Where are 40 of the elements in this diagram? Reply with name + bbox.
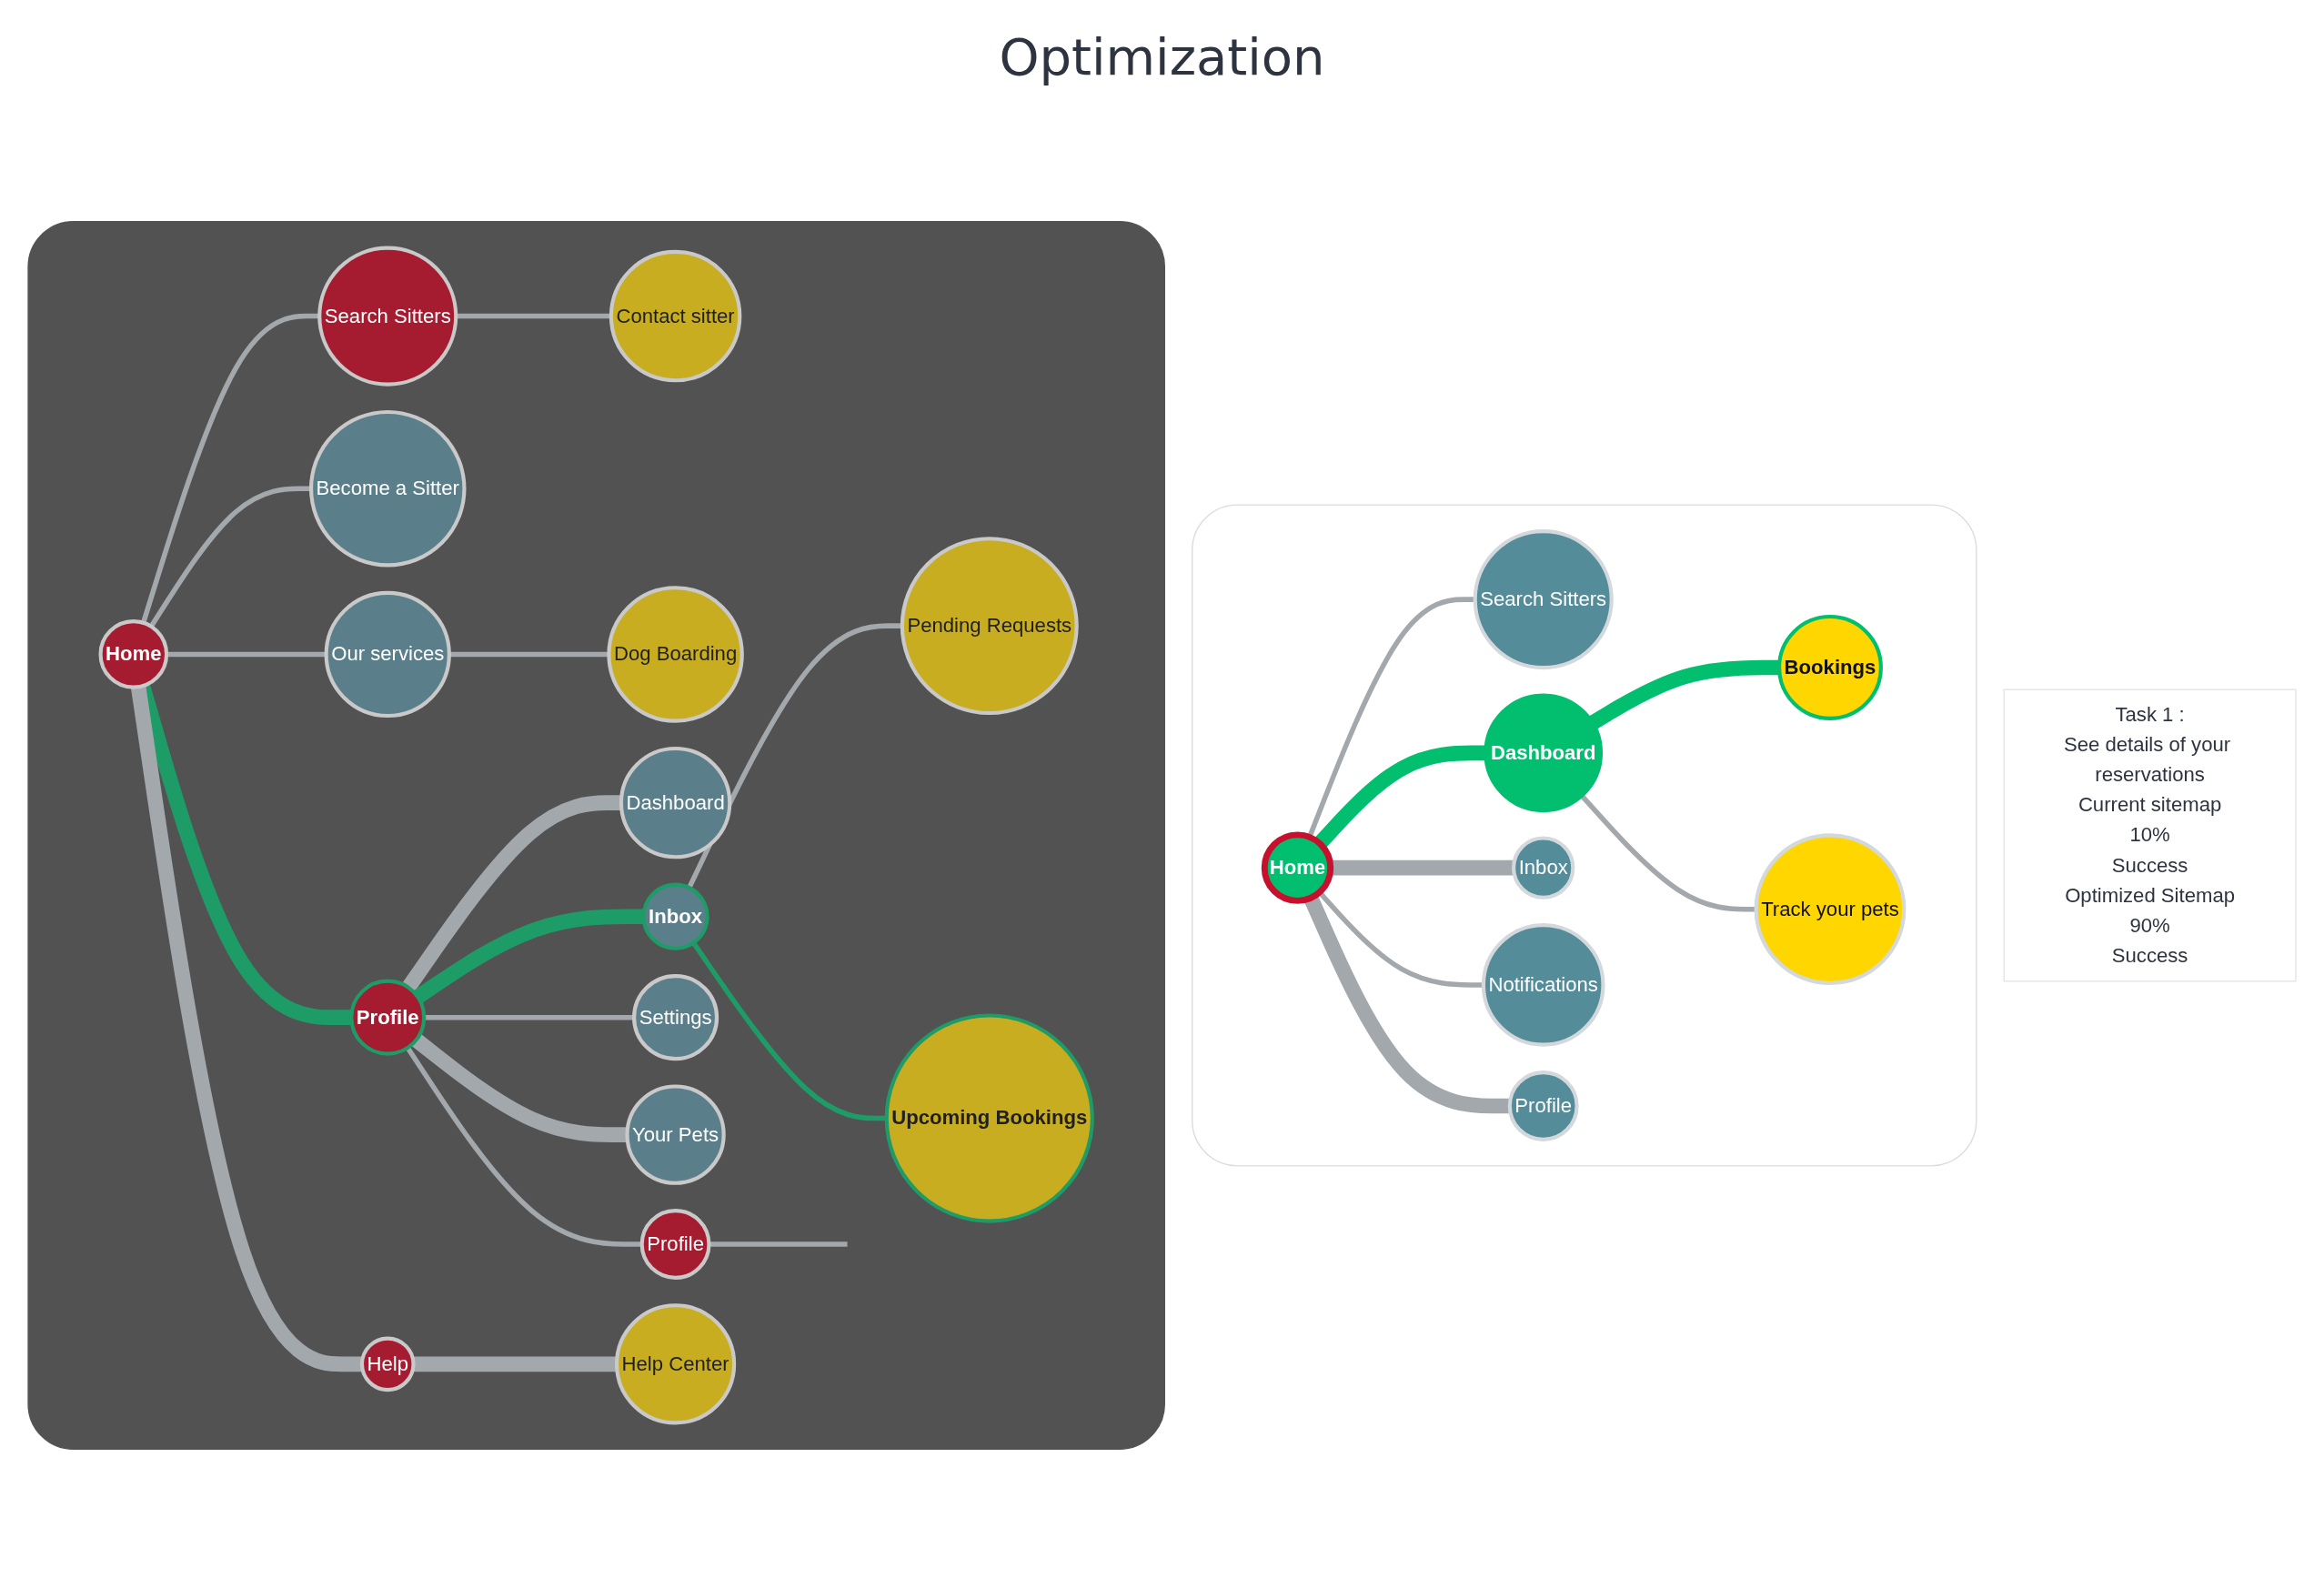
node-circle: Inbox xyxy=(641,882,709,950)
connector xyxy=(413,909,644,1004)
connector xyxy=(130,686,362,1372)
node-circle: Profile xyxy=(1507,1070,1579,1141)
node-circle: Your Pets xyxy=(625,1084,726,1185)
connector xyxy=(166,651,327,658)
connector xyxy=(448,651,609,658)
connector xyxy=(411,1033,628,1142)
node-circle: Inbox xyxy=(1512,836,1575,900)
node-circle: Our services xyxy=(324,590,451,719)
cluster xyxy=(1192,504,1977,1167)
connector xyxy=(691,941,887,1121)
connector xyxy=(1317,890,1484,988)
node-box: Task 1 : See details of your reservations Current sitemap 10% Success Optimized Sitemap 90% Success xyxy=(2003,688,2297,982)
node-circle: Dashboard xyxy=(1484,693,1604,813)
cluster xyxy=(27,220,1165,1451)
node-circle: Profile xyxy=(349,979,427,1056)
node-circle: Become a Sitter xyxy=(308,409,467,568)
node-circle: Notifications xyxy=(1481,923,1605,1047)
connector-line xyxy=(709,1241,848,1247)
node-circle: Track your pets xyxy=(1754,833,1906,986)
node-circle: Home xyxy=(98,619,169,689)
node-circle: Home xyxy=(1261,831,1334,904)
connector xyxy=(402,795,621,992)
connector xyxy=(1579,794,1756,912)
node-circle: Bookings xyxy=(1777,614,1883,720)
node-circle: Dog Boarding xyxy=(607,586,744,723)
node-circle: Help Center xyxy=(614,1303,737,1425)
node-circle: Profile xyxy=(639,1209,711,1280)
node-circle: Search Sitters xyxy=(317,246,458,387)
node-circle: Dashboard xyxy=(619,746,732,859)
node-circle: Help xyxy=(359,1336,416,1392)
connector xyxy=(456,313,611,319)
node-circle: Upcoming Bookings xyxy=(884,1013,1094,1223)
node-circle: Search Sitters xyxy=(1473,529,1614,670)
diagram-title: Optimization xyxy=(999,27,1325,86)
node-circle: Settings xyxy=(632,974,719,1061)
node-circle: Pending Requests xyxy=(900,537,1079,716)
node-circle: Contact sitter xyxy=(609,249,742,383)
connector xyxy=(424,1014,635,1020)
